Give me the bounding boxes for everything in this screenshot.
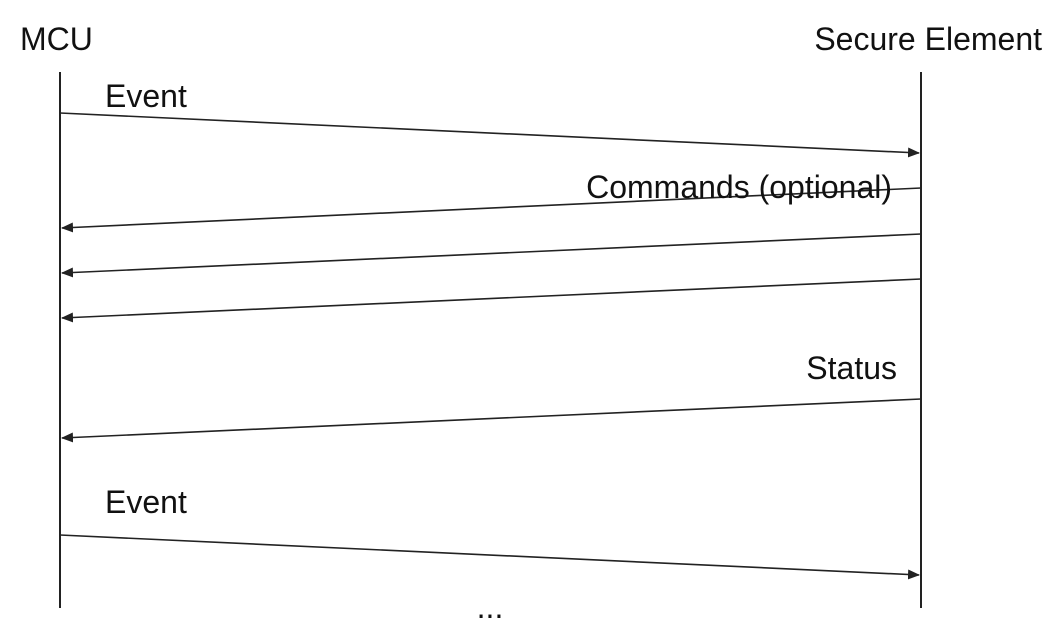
message-label-status: Status	[806, 350, 897, 386]
message-arrow-event-2	[59, 534, 920, 580]
message-arrow-commands-3	[61, 278, 922, 323]
message-arrow-event-1	[59, 112, 920, 158]
message-arrow-commands-2	[61, 233, 922, 278]
message-label-event-2: Event	[105, 484, 187, 520]
message-label-event-1: Event	[105, 78, 187, 114]
message-label-commands: Commands (optional)	[586, 169, 892, 205]
continuation-ellipsis: ...	[477, 589, 504, 625]
message-arrow-commands-1	[61, 187, 922, 233]
message-arrow-status	[61, 398, 922, 443]
participant-secure-element-label: Secure Element	[814, 21, 1042, 57]
participant-mcu-label: MCU	[20, 21, 93, 57]
